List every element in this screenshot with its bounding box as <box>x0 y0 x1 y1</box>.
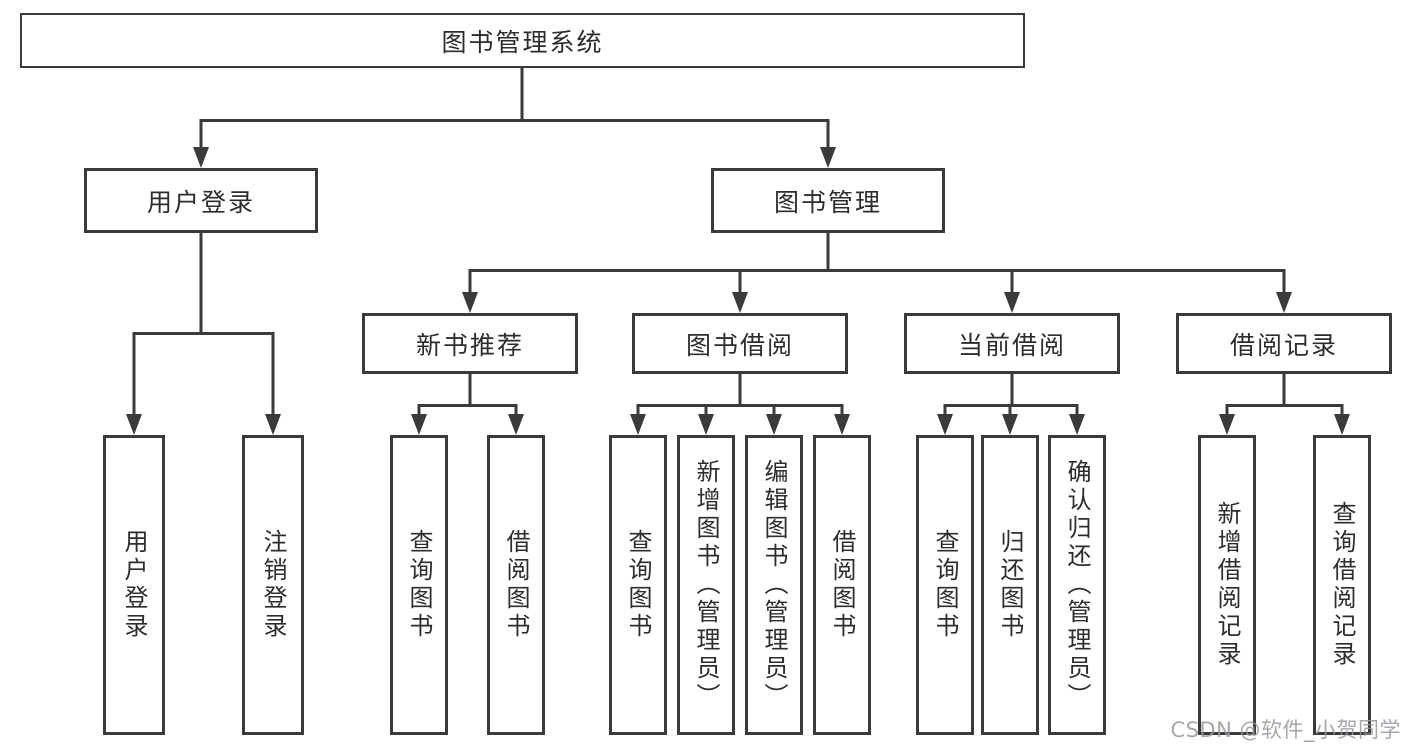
connector-bb-rail <box>636 404 844 415</box>
node-user-login: 用户登录 <box>84 168 318 233</box>
connector-level2-rail <box>199 119 830 150</box>
node-cb-query-books: 查询图书 <box>916 435 974 735</box>
node-br-add-record-label: 新增借阅记录 <box>1213 501 1241 669</box>
arrowhead-logout-leaf <box>265 414 281 435</box>
node-bb-edit-books-admin-label: 编辑图书（管理员） <box>760 459 788 711</box>
connector-user-rail <box>132 332 275 415</box>
node-cb-return-books-label: 归还图书 <box>996 529 1024 641</box>
node-book-management: 图书管理 <box>711 168 945 233</box>
arrowhead-bb-edit <box>766 414 782 435</box>
arrowhead-book-management <box>820 147 836 168</box>
node-br-add-record: 新增借阅记录 <box>1198 435 1256 735</box>
arrowhead-cb-query <box>937 414 953 435</box>
node-br-query-record: 查询借阅记录 <box>1313 435 1371 735</box>
arrowhead-cb-confirm <box>1069 414 1085 435</box>
arrowhead-br-query <box>1334 414 1350 435</box>
node-bb-query-books: 查询图书 <box>609 435 667 735</box>
node-user-login-action: 用户登录 <box>103 435 165 735</box>
node-bb-edit-books-admin: 编辑图书（管理员） <box>745 435 803 735</box>
node-cb-query-books-label: 查询图书 <box>931 529 959 641</box>
node-borrow-records-label: 借阅记录 <box>1229 330 1338 360</box>
arrowhead-bb-add <box>698 414 714 435</box>
arrowhead-new-book-recommend <box>462 292 478 313</box>
node-logout-action: 注销登录 <box>242 435 304 735</box>
csdn-watermark: CSDN @软件_小贺同学 <box>1170 718 1401 742</box>
node-cb-return-books: 归还图书 <box>981 435 1039 735</box>
connector-level3-rail <box>468 269 1286 294</box>
node-cb-confirm-return-admin-label: 确认归还（管理员） <box>1063 459 1091 711</box>
arrowhead-user-login <box>193 147 209 168</box>
node-current-borrow: 当前借阅 <box>904 313 1120 374</box>
connector-rec-rail <box>417 404 518 415</box>
node-new-book-recommend: 新书推荐 <box>362 313 578 374</box>
arrowhead-rec-query <box>411 414 427 435</box>
arrowhead-bb-query <box>630 414 646 435</box>
node-rec-borrow-books: 借阅图书 <box>487 435 545 735</box>
node-rec-query-books: 查询图书 <box>390 435 448 735</box>
node-bb-query-books-label: 查询图书 <box>624 529 652 641</box>
node-book-borrow: 图书借阅 <box>632 313 848 374</box>
arrowhead-br-add <box>1219 414 1235 435</box>
node-root-label: 图书管理系统 <box>441 27 604 57</box>
node-bb-borrow-books: 借阅图书 <box>813 435 871 735</box>
node-user-login-action-label: 用户登录 <box>120 529 148 641</box>
node-cb-confirm-return-admin: 确认归还（管理员） <box>1048 435 1106 735</box>
node-user-login-label: 用户登录 <box>146 187 255 217</box>
arrowhead-book-borrow <box>732 292 748 313</box>
node-borrow-records: 借阅记录 <box>1176 313 1392 374</box>
arrowhead-rec-borrow <box>508 414 524 435</box>
arrowhead-bb-borrow <box>834 414 850 435</box>
node-logout-action-label: 注销登录 <box>259 529 287 641</box>
node-bb-add-books-admin-label: 新增图书（管理员） <box>692 459 720 711</box>
arrowhead-borrow-records <box>1276 292 1292 313</box>
node-bb-add-books-admin: 新增图书（管理员） <box>677 435 735 735</box>
node-br-query-record-label: 查询借阅记录 <box>1328 501 1356 669</box>
node-rec-borrow-books-label: 借阅图书 <box>502 529 530 641</box>
connector-cb-rail <box>943 404 1079 415</box>
arrowhead-cb-return <box>1002 414 1018 435</box>
node-bb-borrow-books-label: 借阅图书 <box>828 529 856 641</box>
node-current-borrow-label: 当前借阅 <box>957 330 1066 360</box>
node-book-borrow-label: 图书借阅 <box>685 330 794 360</box>
node-book-management-label: 图书管理 <box>773 187 882 217</box>
node-rec-query-books-label: 查询图书 <box>405 529 433 641</box>
arrowhead-user-login-leaf <box>126 414 142 435</box>
arrowhead-current-borrow <box>1004 292 1020 313</box>
connector-br-rail <box>1225 404 1344 415</box>
node-root: 图书管理系统 <box>20 13 1025 68</box>
node-new-book-recommend-label: 新书推荐 <box>415 330 524 360</box>
